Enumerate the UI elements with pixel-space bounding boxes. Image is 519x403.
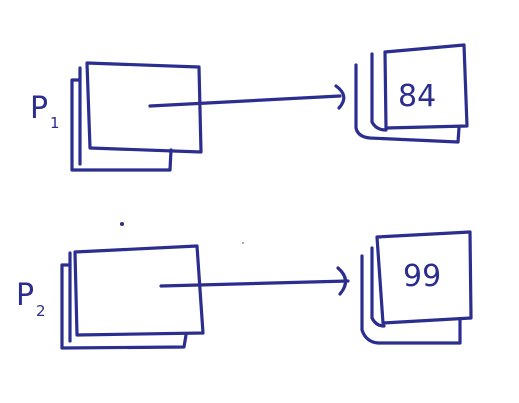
pointer-label-p2: P <box>16 278 34 313</box>
value-box-shadow-p1 <box>354 63 461 144</box>
value-box-back-p1 <box>370 52 388 132</box>
pointer-label-p1: P <box>30 91 48 126</box>
pointer-subscript-p2: 2 <box>36 302 46 320</box>
value-box-shadow-p2 <box>360 254 462 345</box>
pointer-row-p2: P 2 99 <box>16 230 473 350</box>
pointer-box-shadow-p1 <box>70 78 173 172</box>
pointer-arrow-p1 <box>148 94 342 108</box>
pointer-subscript-p1: 1 <box>50 114 60 132</box>
value-box-p1 <box>383 43 469 130</box>
pointer-box-shadow-p2 <box>60 263 188 350</box>
value-text-p2: 99 <box>403 259 441 294</box>
ink-speck <box>242 242 244 244</box>
ink-speck <box>120 222 124 226</box>
pointer-box-p2 <box>73 244 205 337</box>
value-box-p2 <box>375 230 473 325</box>
pointer-row-p1: P 1 84 <box>30 43 469 172</box>
arrowhead-p2 <box>336 266 348 296</box>
pointer-arrow-p2 <box>159 279 350 288</box>
value-box-back-p2 <box>370 246 386 328</box>
arrowhead-p1 <box>334 84 346 110</box>
pointer-box-p1 <box>85 61 203 154</box>
value-text-p1: 84 <box>398 79 436 114</box>
